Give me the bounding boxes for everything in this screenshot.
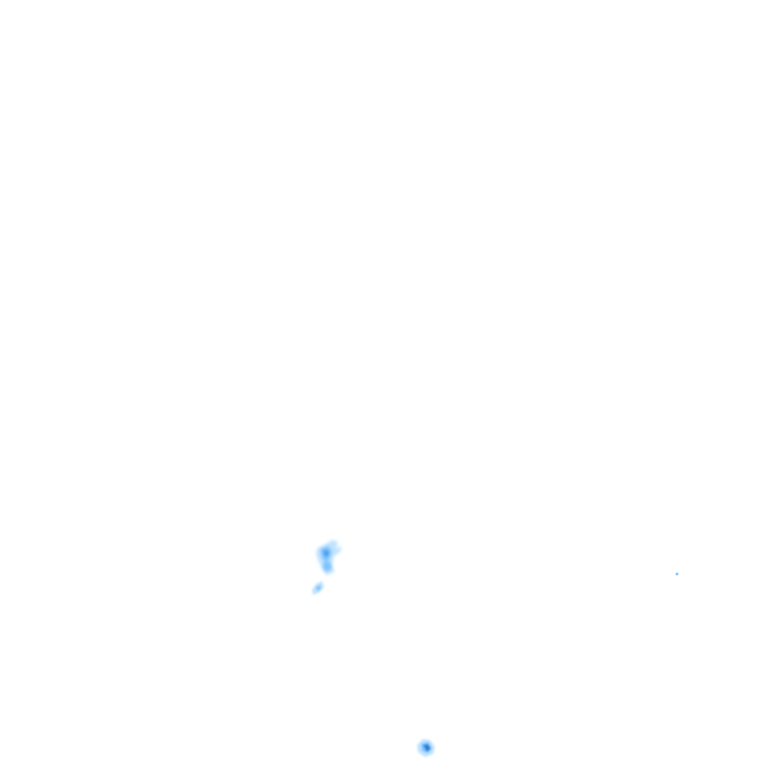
echo-cluster-south bbox=[417, 739, 435, 757]
echo-speck-east bbox=[675, 572, 679, 576]
echo-cluster-center-west bbox=[316, 540, 342, 575]
echo-cluster-small-west bbox=[312, 581, 324, 595]
